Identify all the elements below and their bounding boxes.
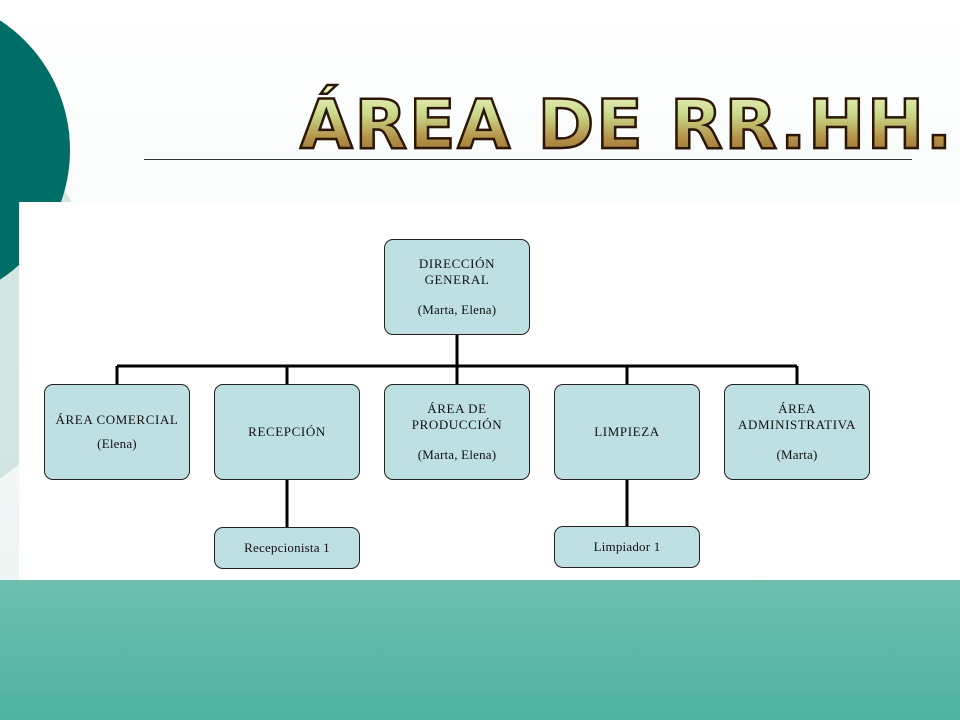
node-title-line-1: ÁREA COMERCIAL <box>55 412 179 427</box>
node-members: (Marta, Elena) <box>417 447 497 462</box>
node-title-line-1: RECEPCIÓN <box>248 424 326 439</box>
node-title-line-1: ÁREA <box>778 401 816 416</box>
node-title-line-1: DIRECCIÓN <box>418 256 496 271</box>
org-node-recepcion: RECEPCIÓN <box>214 384 360 480</box>
node-members: (Marta) <box>776 447 818 462</box>
node-title-line-2: GENERAL <box>424 272 490 287</box>
node-members: (Elena) <box>97 436 137 451</box>
org-node-direccion-general: DIRECCIÓN GENERAL (Marta, Elena) <box>384 239 530 335</box>
node-label: Recepcionista 1 <box>244 540 330 555</box>
slide-title-area: ÁREA DE RR.HH. <box>299 85 953 167</box>
bottom-teal-band <box>0 580 960 720</box>
org-node-recepcionista-1: Recepcionista 1 <box>214 527 360 569</box>
node-title-line-2: PRODUCCIÓN <box>411 417 503 432</box>
org-node-area-produccion: ÁREA DE PRODUCCIÓN (Marta, Elena) <box>384 384 530 480</box>
node-members: (Marta, Elena) <box>417 302 497 317</box>
org-chart-connectors <box>115 334 799 528</box>
org-node-area-comercial: ÁREA COMERCIAL (Elena) <box>44 384 190 480</box>
node-title-line-1: LIMPIEZA <box>594 424 660 439</box>
node-title-line-1: ÁREA DE <box>427 401 487 416</box>
slide-title: ÁREA DE RR.HH. <box>299 85 954 167</box>
title-underline <box>144 159 912 160</box>
org-chart-panel: DIRECCIÓN GENERAL (Marta, Elena) ÁREA CO… <box>19 202 960 580</box>
node-label: Limpiador 1 <box>593 539 661 554</box>
org-node-limpiador-1: Limpiador 1 <box>554 526 700 568</box>
org-node-area-administrativa: ÁREA ADMINISTRATIVA (Marta) <box>724 384 870 480</box>
node-title-line-2: ADMINISTRATIVA <box>738 417 856 432</box>
org-node-limpieza: LIMPIEZA <box>554 384 700 480</box>
